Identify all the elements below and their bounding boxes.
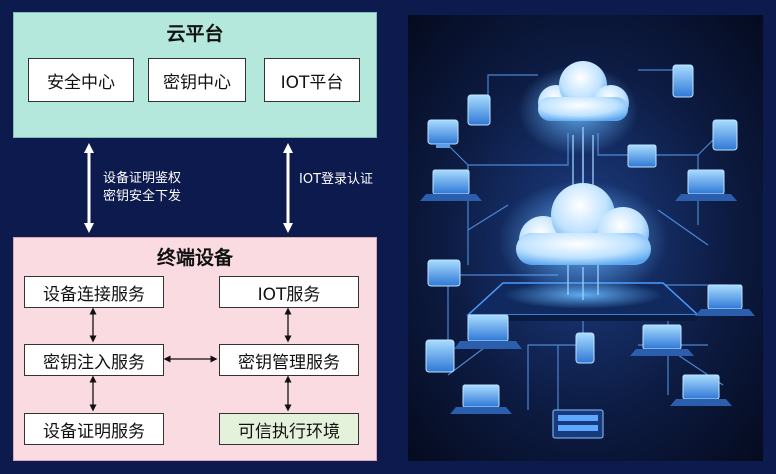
device-icons — [420, 64, 755, 439]
tablet-icon — [467, 94, 491, 126]
phone-icon — [575, 332, 595, 364]
monitor-icon — [427, 259, 461, 287]
device-attest-service-box: 设备证明服务 — [24, 413, 164, 445]
light-streams — [567, 127, 599, 300]
cloud-platform-panel: 云平台 安全中心 密钥中心 IOT平台 — [13, 12, 377, 138]
tee-box: 可信执行环境 — [219, 413, 359, 445]
terminal-device-title: 终端设备 — [156, 247, 233, 269]
illustration-svg — [408, 15, 763, 461]
key-delivery-label: 密钥安全下发 — [103, 189, 182, 204]
lower-cloud-icon — [498, 180, 668, 300]
laptop-icon — [670, 374, 732, 406]
laptop-icon — [675, 169, 737, 201]
cloud-network-illustration — [408, 15, 763, 461]
cloud-platform-title: 云平台 — [166, 23, 224, 45]
monitor-icon — [627, 144, 657, 168]
iot-login-label: IOT登录认证 — [299, 172, 374, 187]
laptop-icon — [695, 284, 755, 316]
monitor-icon — [427, 119, 459, 148]
key-manage-service-box: 密钥管理服务 — [219, 344, 359, 376]
laptop-icon — [450, 384, 512, 414]
tablet-icon — [425, 339, 455, 373]
iot-platform-box: IOT平台 — [264, 58, 360, 102]
security-center-box: 安全中心 — [28, 58, 134, 102]
tablet-icon — [712, 119, 738, 151]
laptop-icon — [454, 314, 522, 349]
laptop-icon — [630, 324, 694, 356]
attestation-label: 设备证明鉴权 — [103, 171, 182, 186]
phone-icon — [672, 64, 694, 98]
key-center-box: 密钥中心 — [148, 58, 246, 102]
laptop-icon — [420, 169, 482, 201]
server-icon — [552, 409, 604, 439]
upper-cloud-icon — [518, 61, 638, 155]
